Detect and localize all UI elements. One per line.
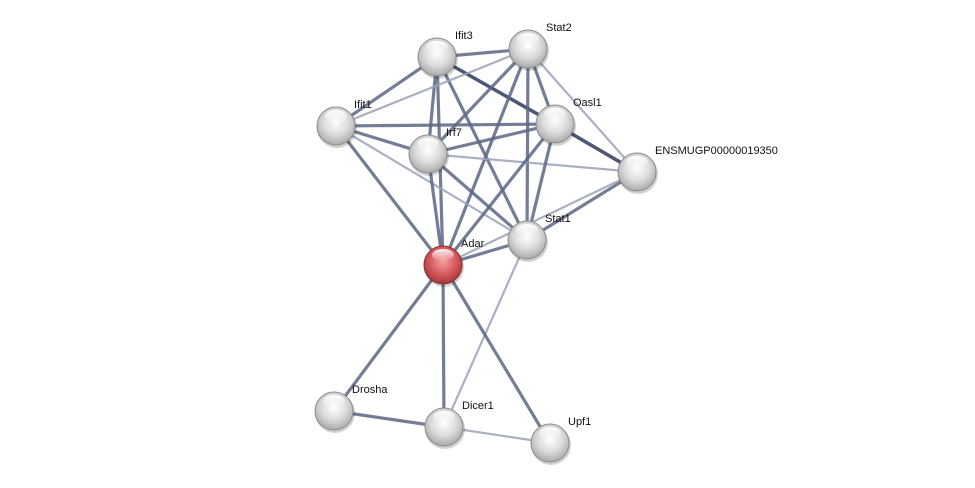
node-label: Oasl1 (573, 97, 602, 109)
node-label: Stat1 (545, 213, 571, 225)
node-highlight (417, 138, 439, 150)
edge-irf7-stat1[interactable] (426, 152, 529, 242)
node-highlight (426, 41, 448, 53)
node-label: Upf1 (568, 416, 591, 428)
node-oasl1[interactable]: Oasl1 (535, 97, 602, 146)
edge-ifit1-oasl1[interactable] (335, 122, 556, 128)
node-stat2[interactable]: Stat2 (508, 22, 572, 71)
edge-adar-drosha[interactable] (332, 264, 445, 412)
edge-ensmugp00000019350-stat1[interactable] (526, 170, 638, 242)
node-stat1[interactable]: Stat1 (507, 213, 571, 262)
edge-stat2-ifit1[interactable] (335, 47, 529, 128)
node-label: Adar (461, 238, 485, 250)
edge-ifit3-oasl1[interactable] (436, 55, 556, 126)
edge-ifit3-stat1[interactable] (435, 56, 529, 241)
edge-ifit1-adar[interactable] (334, 125, 445, 266)
edge-ifit3-ifit1[interactable] (335, 55, 438, 128)
node-highlight (432, 249, 454, 261)
edge-oasl1-stat1[interactable] (525, 123, 557, 241)
edge-ensmugp00000019350-adar[interactable] (442, 171, 638, 266)
edge-irf7-ensmugp00000019350[interactable] (427, 152, 638, 174)
node-highlight (626, 156, 648, 168)
node-label: Dicer1 (462, 400, 494, 412)
node-highlight (433, 411, 455, 423)
node-ensmugp00000019350[interactable]: ENSMUGP00000019350 (617, 145, 778, 194)
node-highlight (516, 224, 538, 236)
node-label: Stat2 (546, 22, 572, 34)
node-label: Drosha (352, 384, 388, 396)
edge-oasl1-adar[interactable] (441, 123, 557, 266)
node-label: Irf7 (446, 127, 462, 139)
node-ifit3[interactable]: Ifit3 (417, 30, 473, 79)
node-irf7[interactable]: Irf7 (408, 127, 462, 176)
node-drosha[interactable]: Drosha (314, 384, 388, 433)
edge-stat2-adar[interactable] (441, 48, 530, 266)
edge-irf7-oasl1[interactable] (427, 122, 556, 156)
node-dicer1[interactable]: Dicer1 (424, 400, 494, 449)
node-highlight (539, 427, 561, 439)
edge-stat2-stat1[interactable] (525, 48, 530, 241)
node-highlight (325, 110, 347, 122)
node-upf1[interactable]: Upf1 (530, 416, 591, 465)
node-label: Ifit3 (455, 30, 473, 42)
edge-stat2-irf7[interactable] (426, 47, 530, 156)
edge-adar-dicer1[interactable] (441, 264, 446, 428)
edge-adar-upf1[interactable] (441, 264, 552, 444)
edge-stat2-ensmugp00000019350[interactable] (527, 48, 638, 173)
node-label: Ifit1 (354, 99, 372, 111)
node-highlight (544, 108, 566, 120)
node-ifit1[interactable]: Ifit1 (316, 99, 372, 148)
node-label: ENSMUGP00000019350 (655, 145, 778, 157)
node-adar[interactable]: Adar (423, 238, 485, 287)
node-highlight (323, 395, 345, 407)
node-highlight (517, 33, 539, 45)
